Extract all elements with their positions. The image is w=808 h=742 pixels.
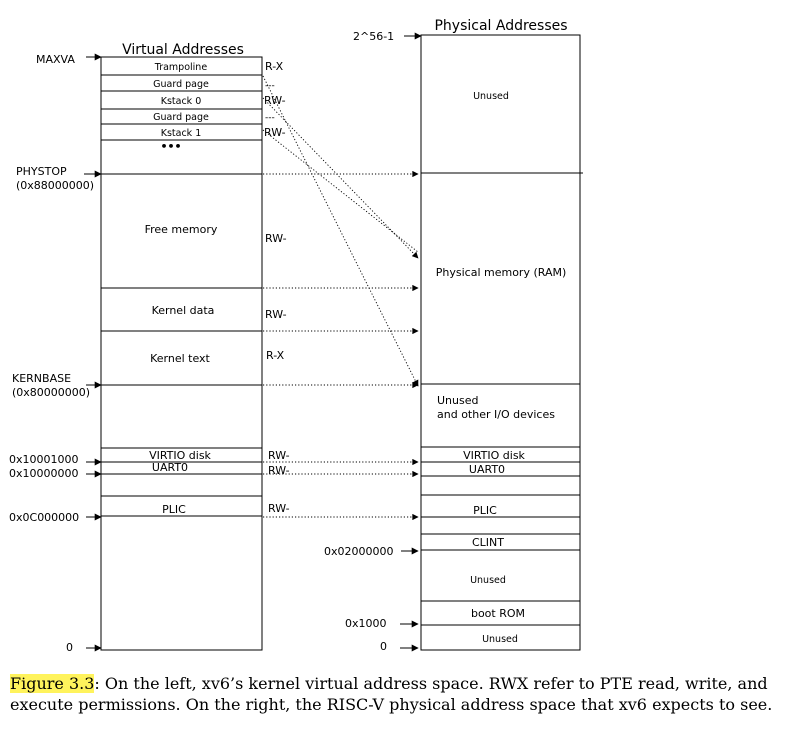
perm-kstack-1: RW-	[264, 126, 286, 139]
physical-region-uart0: UART0	[469, 463, 505, 476]
perm-kernel-data: RW-	[265, 308, 287, 321]
physical-region-virtio-disk: VIRTIO disk	[463, 449, 525, 462]
virtual-region-kstack-0: Kstack 0	[161, 96, 202, 107]
physical-column	[420, 34, 581, 651]
virtual-region-ellipsis: •••	[160, 140, 181, 153]
virtual-region-guard-page-1: Guard page	[153, 79, 209, 90]
addr-kernbase: KERNBASE	[12, 372, 71, 385]
perm-kernel-text: R-X	[266, 349, 285, 362]
physical-region-boot-rom: boot ROM	[471, 607, 525, 620]
physical-title: Physical Addresses	[434, 18, 567, 34]
perm-kstack-0: RW-	[264, 94, 286, 107]
addr-zero-virtual: 0	[66, 641, 73, 654]
perm-free-memory: RW-	[265, 232, 287, 245]
virtual-region-plic: PLIC	[162, 503, 186, 516]
virtual-region-guard-page-2: Guard page	[153, 112, 209, 123]
virtual-region-kernel-data: Kernel data	[152, 304, 215, 317]
addr-phystop-value: (0x88000000)	[16, 179, 94, 192]
paddr-rom-base: 0x1000	[345, 617, 387, 630]
physical-region-clint: CLINT	[472, 536, 504, 549]
perm-trampoline: R-X	[265, 60, 284, 73]
virtual-region-free-memory: Free memory	[145, 223, 218, 236]
addr-virtio: 0x10001000	[9, 453, 79, 466]
physical-region-unused-mid: Unused	[470, 575, 506, 586]
virtual-region-trampoline: Trampoline	[154, 62, 208, 73]
physical-region-unused-io-line2: and other I/O devices	[437, 408, 555, 421]
addr-uart: 0x10000000	[9, 467, 79, 480]
physical-region-ram: Physical memory (RAM)	[436, 266, 567, 279]
virtual-region-kernel-text: Kernel text	[150, 352, 210, 365]
perm-uart0: RW-	[268, 464, 290, 477]
perm-guard-page-1: ---	[265, 81, 275, 91]
perm-guard-page-2: ---	[265, 113, 275, 123]
figure-reference: Figure 3.3	[10, 674, 95, 693]
perm-plic: RW-	[268, 502, 290, 515]
addr-plic: 0x0C000000	[9, 511, 79, 524]
virtual-dividers	[101, 74, 262, 517]
addr-maxva: MAXVA	[36, 53, 75, 66]
virtual-region-virtio-disk: VIRTIO disk	[149, 449, 211, 462]
perm-virtio-disk: RW-	[268, 449, 290, 462]
physical-region-unused-io: Unused	[437, 394, 478, 407]
paddr-clint-base: 0x02000000	[324, 545, 394, 558]
virtual-region-uart0: UART0	[152, 461, 188, 474]
physical-region-unused-bottom: Unused	[482, 634, 518, 645]
virtual-title: Virtual Addresses	[122, 42, 244, 58]
addr-kernbase-value: (0x80000000)	[12, 386, 90, 399]
mapping-arrows	[262, 75, 419, 521]
physical-region-unused-top: Unused	[473, 91, 509, 102]
paddr-top: 2^56-1	[353, 30, 394, 43]
physical-region-plic: PLIC	[473, 504, 497, 517]
virtual-region-kstack-1: Kstack 1	[161, 128, 202, 139]
caption-text: : On the left, xv6’s kernel virtual addr…	[10, 674, 773, 714]
address-space-diagram: Virtual Addresses Physical Addresses Tra…	[9, 18, 583, 654]
map-trampoline	[262, 75, 419, 387]
addr-phystop: PHYSTOP	[16, 165, 67, 178]
virtual-column	[100, 56, 263, 651]
figure-caption: Figure 3.3: On the left, xv6’s kernel vi…	[10, 673, 798, 715]
physical-dividers	[421, 172, 583, 626]
paddr-zero: 0	[380, 640, 387, 653]
map-kstack-1	[262, 129, 419, 253]
